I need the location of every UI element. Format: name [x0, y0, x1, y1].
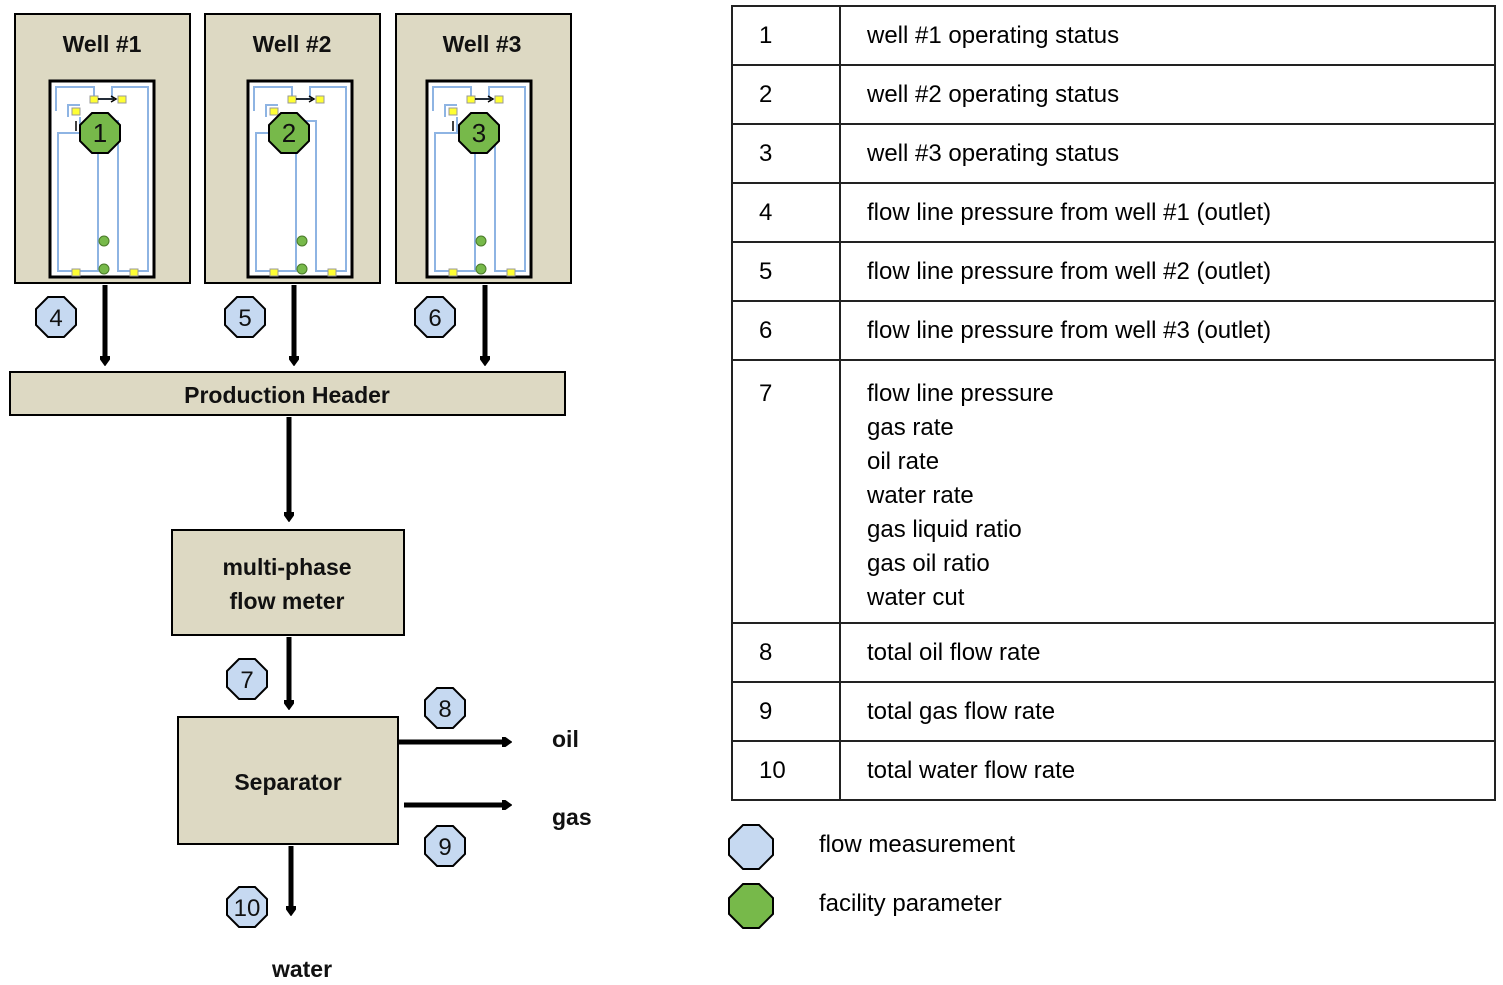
well-3-title: Well #3: [443, 31, 522, 57]
well-2-title: Well #2: [253, 31, 332, 57]
row-number: 3: [731, 123, 841, 184]
facility-marker-3: 3: [458, 112, 500, 154]
facility-marker-1: 1: [79, 112, 121, 154]
flow-measurement-octagon-icon: [728, 824, 774, 870]
svg-text:flow meter: flow meter: [229, 588, 344, 614]
production-header: Production Header: [9, 371, 566, 416]
param-item: water rate: [867, 482, 974, 509]
row-description: total oil flow rate: [839, 622, 1496, 683]
gas-label: gas: [552, 804, 592, 830]
flow-marker-9: 9: [424, 825, 466, 867]
legend-label: flow measurement: [819, 831, 1016, 858]
table-row: 3 well #3 operating status: [731, 123, 1496, 184]
row-number: 6: [731, 300, 841, 361]
row-number: 8: [731, 622, 841, 683]
param-item: gas rate: [867, 414, 954, 441]
legend-facility-parameter: facility parameter: [727, 882, 1127, 932]
flow-marker-6: 6: [414, 296, 456, 338]
row-description: flow line pressure from well #2 (outlet): [839, 241, 1496, 302]
row-description: well #3 operating status: [839, 123, 1496, 184]
facility-marker-2: 2: [268, 112, 310, 154]
svg-text:5: 5: [238, 305, 251, 332]
svg-text:1: 1: [93, 118, 107, 148]
svg-text:6: 6: [428, 305, 441, 332]
svg-text:Separator: Separator: [234, 769, 341, 795]
row-number: 10: [731, 740, 841, 801]
param-item: oil rate: [867, 448, 940, 475]
table-row: 5 flow line pressure from well #2 (outle…: [731, 241, 1496, 302]
svg-text:7: 7: [240, 667, 253, 694]
separator: Separator: [177, 716, 399, 845]
flow-marker-4: 4: [35, 296, 77, 338]
flow-marker-7: 7: [226, 658, 268, 700]
row-description: well #2 operating status: [839, 64, 1496, 125]
legend-label: facility parameter: [819, 890, 1002, 917]
water-label: water: [271, 956, 332, 982]
param-item: flow line pressure: [867, 380, 1054, 407]
table-row: 8 total oil flow rate: [731, 622, 1496, 683]
table-row: 7 flow line pressure gas rate oil rate w…: [731, 359, 1496, 624]
table-row: 10 total water flow rate: [731, 740, 1496, 801]
svg-text:multi-phase: multi-phase: [222, 554, 351, 580]
param-item: gas liquid ratio: [867, 516, 1022, 543]
row-description: total gas flow rate: [839, 681, 1496, 742]
param-item: water cut: [867, 584, 965, 611]
parameter-table: 1 well #1 operating status 2 well #2 ope…: [731, 5, 1496, 801]
row-description: flow line pressure from well #1 (outlet): [839, 182, 1496, 243]
svg-text:8: 8: [438, 696, 451, 723]
row-description: flow line pressure gas rate oil rate wat…: [839, 359, 1496, 624]
row-number: 9: [731, 681, 841, 742]
svg-text:2: 2: [282, 118, 296, 148]
row-number: 7: [731, 359, 841, 624]
well-1-title: Well #1: [63, 31, 142, 57]
param-item: gas oil ratio: [867, 550, 990, 577]
svg-text:3: 3: [472, 118, 486, 148]
flow-marker-10: 10: [226, 886, 268, 928]
svg-text:Production Header: Production Header: [184, 382, 390, 408]
svg-text:10: 10: [234, 895, 261, 922]
row-description: flow line pressure from well #3 (outlet): [839, 300, 1496, 361]
legend-flow-measurement: flow measurement: [727, 823, 1127, 873]
row-number: 5: [731, 241, 841, 302]
row-number: 1: [731, 5, 841, 66]
svg-text:4: 4: [49, 305, 62, 332]
flow-marker-8: 8: [424, 687, 466, 729]
multiphase-flow-meter: multi-phase flow meter: [171, 529, 405, 636]
svg-text:9: 9: [438, 834, 451, 861]
facility-parameter-octagon-icon: [728, 883, 774, 929]
row-description: well #1 operating status: [839, 5, 1496, 66]
oil-label: oil: [552, 726, 579, 752]
table-row: 1 well #1 operating status: [731, 5, 1496, 66]
table-row: 9 total gas flow rate: [731, 681, 1496, 742]
table-row: 2 well #2 operating status: [731, 64, 1496, 125]
row-description: total water flow rate: [839, 740, 1496, 801]
row-number: 4: [731, 182, 841, 243]
flow-marker-5: 5: [224, 296, 266, 338]
row-number: 2: [731, 64, 841, 125]
process-diagram: Well #1 Well #2 Well #3 1 2 3 4 5: [9, 13, 592, 982]
table-row: 4 flow line pressure from well #1 (outle…: [731, 182, 1496, 243]
table-row: 6 flow line pressure from well #3 (outle…: [731, 300, 1496, 361]
